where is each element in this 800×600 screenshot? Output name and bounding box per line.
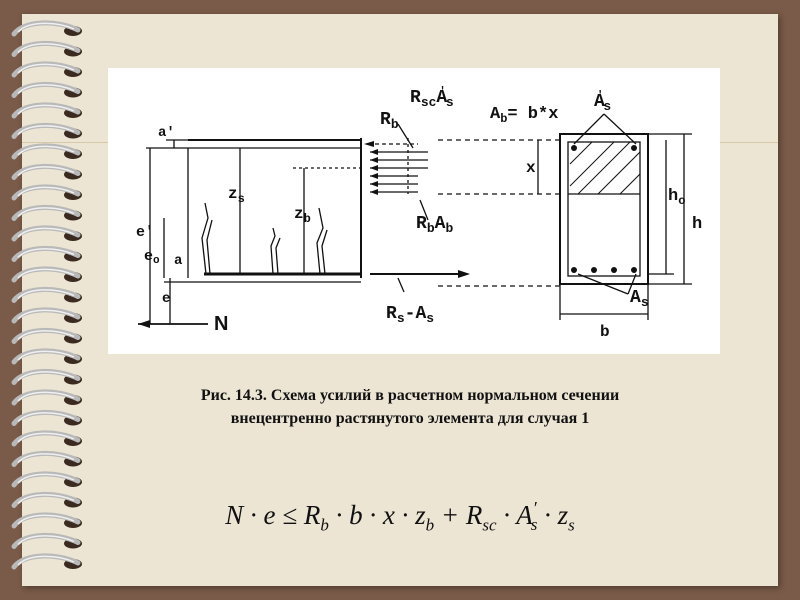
rebar-dot [631, 267, 637, 273]
crack-line [316, 207, 324, 275]
formula-expression: N · e ≤ Rb · b · x · zb + Rsc · A′s · zs [225, 498, 575, 535]
label-b: b [600, 323, 610, 341]
spiral-coil-icon [11, 409, 82, 426]
spiral-coil-icon [11, 471, 82, 488]
crack-line [206, 219, 213, 275]
crack-line [270, 227, 276, 275]
RbAb-leader [419, 199, 429, 221]
spiral-coil-icon [11, 245, 82, 262]
label-zs: zs [228, 185, 245, 206]
label-RbAb: RbAb [416, 214, 453, 236]
crack-line [275, 237, 281, 275]
spiral-coil-icon [11, 184, 82, 201]
spiral-coil-icon [11, 266, 82, 283]
stress-arrowhead [370, 165, 378, 171]
spiral-coil-icon [11, 512, 82, 529]
spiral-coil-icon [11, 225, 82, 242]
spiral-coil-icon [11, 143, 82, 160]
spiral-coil-icon [11, 204, 82, 221]
stress-arrowhead [370, 157, 378, 163]
label-e0: eo [144, 248, 160, 267]
spiral-coil-icon [11, 20, 82, 37]
label-a-prime: a' [158, 125, 175, 141]
label-N: N [214, 313, 228, 335]
spiral-coil-icon [11, 532, 82, 549]
Rs-arrowhead [458, 270, 470, 278]
Rsc-arrowhead [364, 141, 374, 147]
spiral-coil-icon [11, 491, 82, 508]
spiral-coil-icon [11, 122, 82, 139]
label-zb: zb [294, 205, 311, 226]
As-leader [577, 273, 629, 295]
figure-panel: a' e' eo a e N zs zb Rb RscA's RbAb Rs-A… [108, 68, 720, 354]
N-arrowhead [138, 320, 150, 328]
rebar-dot [571, 267, 577, 273]
section-inner [567, 141, 641, 277]
As-leader [627, 273, 637, 295]
compressed-zone-hatch [569, 141, 641, 195]
label-As: As [630, 288, 649, 310]
spiral-coil-icon [11, 163, 82, 180]
RsAs-leader [397, 277, 405, 293]
label-h: h [692, 215, 702, 234]
spiral-coil-icon [11, 40, 82, 57]
spiral-binding-icon [11, 20, 82, 570]
label-Ab-eq: Ab= b*x [490, 105, 558, 126]
stress-diagram: a' e' eo a e N zs zb Rb RscA's RbAb Rs-A… [136, 86, 702, 341]
crack-line [321, 229, 328, 275]
label-RscAs: RscA's [410, 86, 454, 110]
spiral-coil-icon [11, 553, 82, 570]
rebar-dot [591, 267, 597, 273]
label-RsAs: Rs-As [386, 304, 434, 326]
label-e-prime: e' [136, 224, 154, 241]
label-a: a [174, 253, 183, 269]
spiral-coil-icon [11, 327, 82, 344]
spiral-coil-icon [11, 348, 82, 365]
spiral-coil-icon [11, 389, 82, 406]
label-As-prime: A's [594, 90, 611, 114]
As-prime-leader [573, 113, 605, 145]
label-x: x [526, 159, 536, 177]
crack-line [201, 202, 209, 275]
spiral-coil-icon [11, 81, 82, 98]
label-Rb: Rb [380, 110, 399, 132]
rebar-dot [611, 267, 617, 273]
caption-line-1: Рис. 14.3. Схема усилий в расчетном норм… [200, 387, 620, 404]
stress-arrowhead [370, 173, 378, 179]
As-prime-leader [603, 113, 637, 145]
spiral-coil-icon [11, 286, 82, 303]
spiral-coil-icon [11, 307, 82, 324]
spiral-coil-icon [11, 368, 82, 385]
label-h0: ho [668, 187, 685, 208]
figure-caption: Рис. 14.3. Схема усилий в расчетном норм… [100, 384, 720, 430]
strength-formula: N · e ≤ Rb · b · x · zb + Rsc · A′s · zs [110, 498, 690, 538]
rebar-dot [631, 145, 637, 151]
label-e: e [162, 291, 170, 307]
stress-arrowhead [370, 181, 378, 187]
rebar-dot [571, 145, 577, 151]
spiral-coil-icon [11, 430, 82, 447]
spiral-coil-icon [11, 102, 82, 119]
Rsc-leader [397, 123, 414, 149]
stress-arrowhead [370, 189, 378, 195]
spiral-coil-icon [11, 450, 82, 467]
spiral-coil-icon [11, 61, 82, 78]
stress-arrowhead [370, 149, 378, 155]
caption-line-2: внецентренно растянутого элемента для сл… [230, 410, 590, 427]
